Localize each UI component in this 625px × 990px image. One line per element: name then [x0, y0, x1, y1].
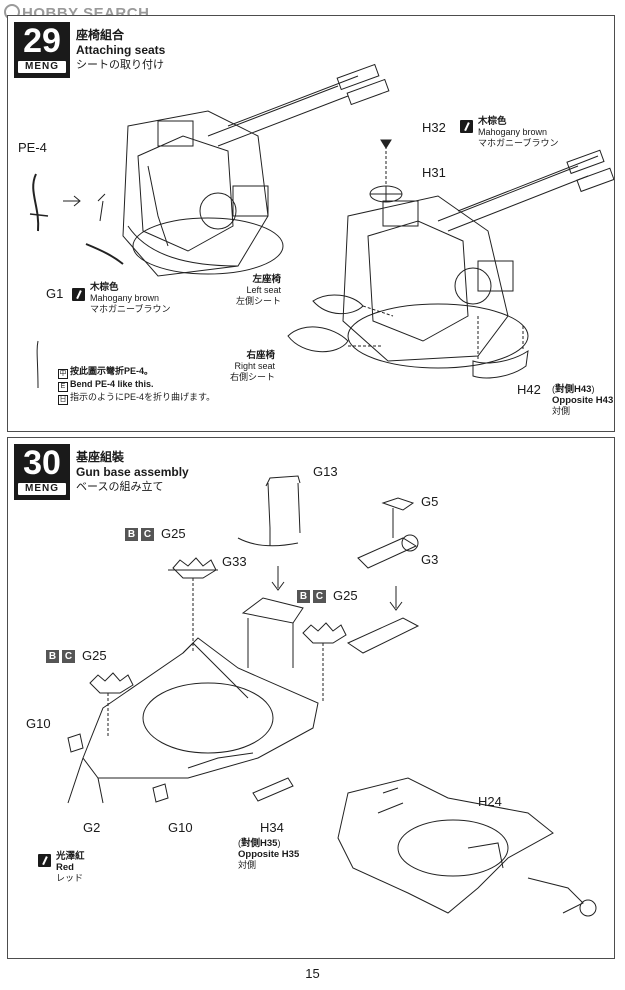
paintbrush-icon	[38, 854, 51, 867]
label-g3: G3	[421, 552, 439, 567]
paint-g1: 木棕色 Mahogany brown マホガニーブラウン	[90, 282, 171, 314]
sprue-c: C	[141, 528, 154, 541]
step-29-titles: 座椅組合 Attaching seats シートの取り付け	[76, 28, 165, 73]
label-g2: G2	[83, 820, 101, 835]
step-30-titles: 基座組裝 Gun base assembly ベースの組み立て	[76, 450, 189, 495]
step-30-panel: 30 MENG 基座組裝 Gun base assembly ベースの組み立て	[7, 437, 615, 959]
left-seat-label: 左座椅 Left seat 左側シート	[236, 274, 282, 306]
opposite-h43: (對側H43) Opposite H43 対側	[552, 384, 614, 416]
brand-logo: MENG	[18, 61, 66, 73]
right-seat-label: 右座椅 Right seat 右側シート	[230, 350, 276, 382]
step-number: 30	[23, 444, 61, 482]
title-jp: シートの取り付け	[76, 59, 164, 71]
label-h34: H34	[260, 820, 284, 835]
paint-g10: 光澤紅 Red レッド	[56, 851, 85, 883]
label-g1: G1	[46, 286, 64, 301]
title-jp: ベースの組み立て	[76, 481, 164, 493]
title-en: Gun base assembly	[76, 465, 189, 479]
label-h32: H32	[422, 120, 446, 135]
opposite-h35: (對側H35) Opposite H35 対側	[238, 838, 300, 870]
label-g33: G33	[222, 554, 247, 569]
label-g25: G25	[333, 588, 358, 603]
step-30-drawing	[67, 475, 597, 917]
sprue-b: B	[46, 650, 59, 663]
label-g10: G10	[168, 820, 193, 835]
title-cn: 座椅組合	[76, 28, 125, 42]
label-g13: G13	[313, 464, 338, 479]
sprue-b: B	[125, 528, 138, 541]
label-pe4: PE-4	[18, 140, 47, 155]
paintbrush-icon	[460, 120, 473, 133]
step-29-badge: 29 MENG	[14, 22, 70, 78]
label-h24: H24	[478, 794, 502, 809]
label-h42: H42	[517, 382, 541, 397]
page-number: 15	[305, 966, 320, 981]
label-g25: G25	[82, 648, 107, 663]
step-29-panel: 29 MENG 座椅組合 Attaching seats シートの取り付け	[7, 15, 615, 432]
sprue-c: C	[62, 650, 75, 663]
title-en: Attaching seats	[76, 43, 166, 57]
step-29-drawing	[29, 63, 614, 389]
sprue-b: B	[297, 590, 310, 603]
label-g25: G25	[161, 526, 186, 541]
brand-logo: MENG	[18, 483, 66, 495]
step-30-badge: 30 MENG	[14, 444, 70, 500]
title-cn: 基座組裝	[76, 450, 125, 464]
paintbrush-icon	[72, 288, 85, 301]
label-g10: G10	[26, 716, 51, 731]
paint-h32: 木棕色 Mahogany brown マホガニーブラウン	[478, 116, 559, 148]
label-h31: H31	[422, 165, 446, 180]
label-g5: G5	[421, 494, 439, 509]
sprue-c: C	[313, 590, 326, 603]
step-number: 29	[23, 22, 61, 60]
